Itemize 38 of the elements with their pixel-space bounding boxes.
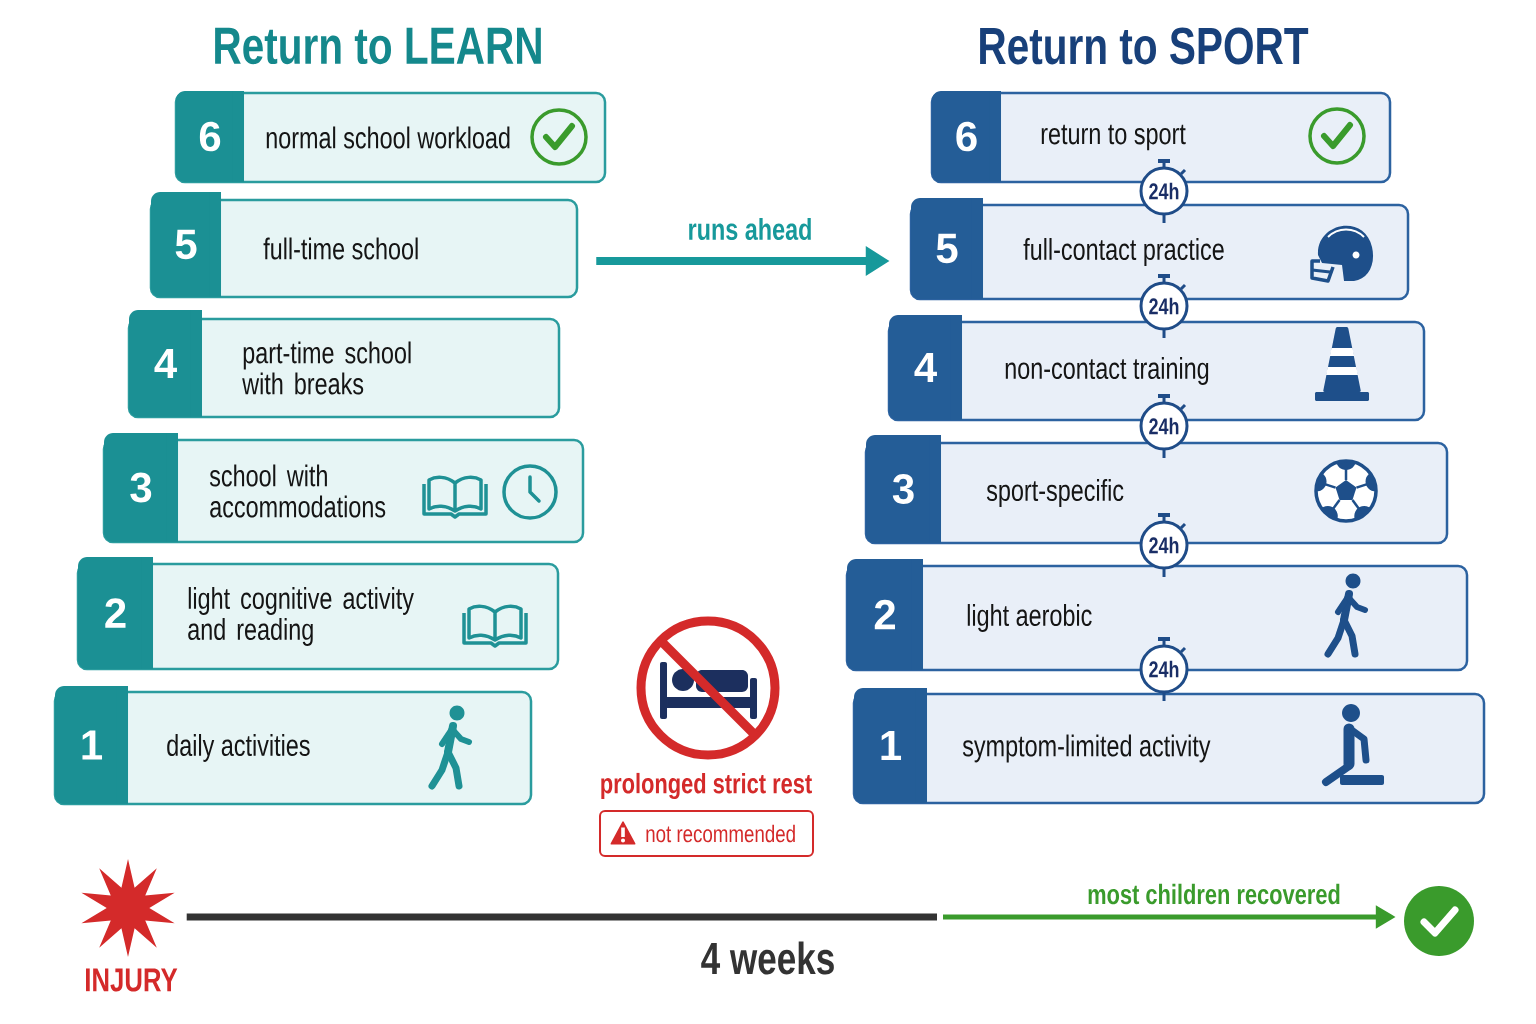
column-title: Return to LEARN (215, 27, 541, 65)
number-tab: 6 (932, 91, 1001, 182)
edge-label: most children recovered (1088, 883, 1340, 905)
stopwatch: 24h (1139, 159, 1189, 223)
stopwatch: 24h (1139, 274, 1189, 338)
sign-caption: prolonged strict rest (601, 772, 812, 800)
number-tab: 3 (104, 433, 178, 542)
number-tab: 5 (911, 198, 983, 299)
column-title: Return to SPORT (980, 27, 1309, 65)
number-tab: 6 (176, 91, 244, 182)
number-tab: 4 (129, 310, 202, 417)
stopwatch: 24h (1139, 394, 1189, 458)
step-label: return to sport (1041, 124, 1186, 151)
check-icon (1404, 886, 1474, 956)
number-tab: 4 (889, 315, 962, 420)
step-label: normal school workload (266, 126, 510, 149)
step-label: part-time school with breaks (242, 341, 411, 395)
edge-label: 4 weeks (701, 941, 834, 975)
step-label: school with accommodations (209, 464, 386, 518)
stopwatch: 24h (1139, 513, 1189, 577)
step-label: light aerobic (967, 604, 1092, 632)
step-label: symptom-limited activity (962, 734, 1211, 763)
step-label: daily activities (167, 734, 310, 762)
number-tab: 2 (847, 559, 923, 670)
number-tab: 1 (854, 688, 927, 803)
step-label: sport-specific (986, 479, 1124, 507)
step-label: full-contact practice (1023, 238, 1224, 266)
number-tab: 5 (151, 192, 221, 297)
number-tab: 3 (866, 435, 941, 543)
number-tab: 2 (78, 557, 153, 669)
stopwatch: 24h (1139, 637, 1189, 701)
step-label: light cognitive activity and reading (188, 587, 414, 646)
step-label: full-time school (263, 237, 418, 260)
edge-label: runs ahead (689, 218, 811, 240)
step-label: non-contact training (1005, 357, 1209, 385)
node-label: INJURY (86, 968, 178, 992)
number-tab: 1 (55, 686, 128, 804)
warning-box: not recommended (599, 810, 814, 857)
